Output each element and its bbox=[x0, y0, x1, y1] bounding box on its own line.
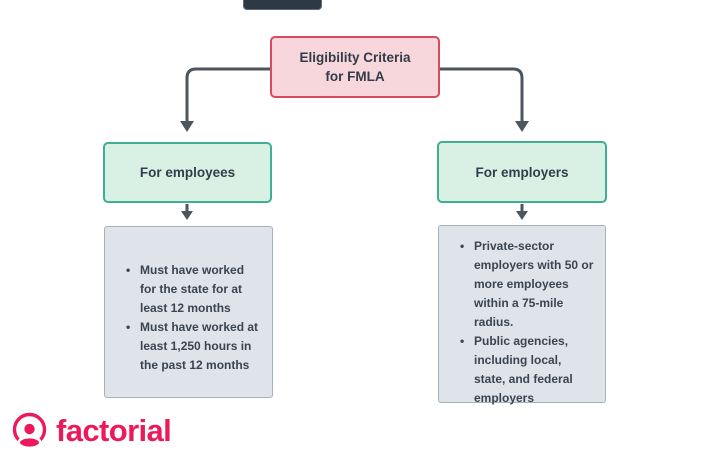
connector-right bbox=[440, 67, 524, 122]
branch-employers-label: For employers bbox=[475, 164, 569, 180]
list-item: Must have worked at least 1,250 hours in… bbox=[125, 318, 262, 375]
arrowhead-right-small-icon bbox=[516, 211, 528, 220]
list-item: Must have worked for the state for at le… bbox=[125, 261, 262, 318]
employers-criteria-box: Private-sector employers with 50 or more… bbox=[438, 225, 606, 405]
connector-left bbox=[185, 67, 270, 122]
arrowhead-left-small-icon bbox=[181, 211, 193, 220]
list-item: Public agencies, including local, state,… bbox=[459, 332, 595, 408]
employers-criteria-list: Private-sector employers with 50 or more… bbox=[459, 237, 595, 408]
branch-node-employees: For employees bbox=[103, 142, 272, 203]
top-dark-bar bbox=[243, 0, 322, 10]
person-in-circle-icon bbox=[12, 412, 47, 450]
branch-employees-label: For employees bbox=[139, 165, 236, 180]
root-node-eligibility-criteria: Eligibility Criteria for FMLA bbox=[270, 36, 440, 98]
root-node-label: Eligibility Criteria for FMLA bbox=[299, 50, 411, 84]
list-item: Private-sector employers with 50 or more… bbox=[459, 237, 595, 332]
arrowhead-right-icon bbox=[515, 121, 529, 132]
arrowhead-left-icon bbox=[180, 121, 194, 132]
employees-criteria-list: Must have worked for the state for at le… bbox=[125, 261, 262, 375]
employees-criteria-box: Must have worked for the state for at le… bbox=[104, 226, 273, 398]
branch-node-employers: For employers bbox=[437, 141, 607, 203]
factorial-logo: factorial bbox=[10, 411, 172, 450]
factorial-wordmark: factorial bbox=[56, 413, 172, 448]
